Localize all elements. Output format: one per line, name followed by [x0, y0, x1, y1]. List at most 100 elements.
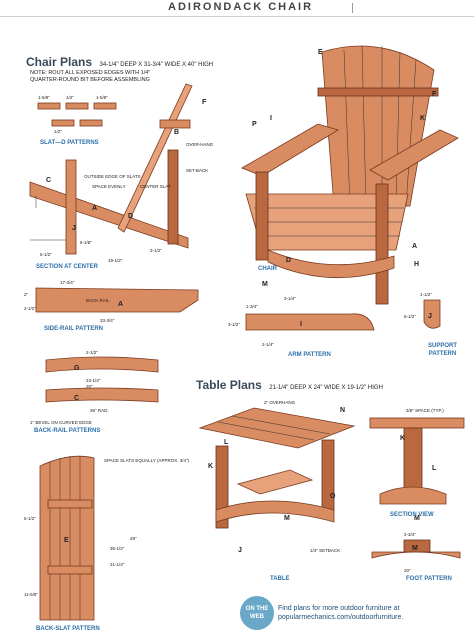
- arm-pattern: 3-1/4" 1-3/4" 3-1/2" 2-1/4" I: [228, 296, 375, 347]
- dim-label: 3-1/4": [284, 296, 296, 301]
- support-pattern: 1-1/2" 6-1/2" J: [404, 292, 441, 329]
- part-letter-c: C: [46, 177, 51, 184]
- rear-leg-section: [167, 149, 179, 245]
- caption-back-rail: BACK-RAIL PATTERNS: [34, 428, 101, 434]
- part-letter-k: K: [420, 115, 425, 122]
- part-letter-d: D: [128, 213, 133, 220]
- dim-label: 2-1/2": [86, 350, 98, 355]
- back-slat-lines: [343, 45, 417, 207]
- foot-pattern: 2-3/4" 20" M: [371, 532, 461, 573]
- annotation: SPACE SLATS EQUALLY (APPROX. 3/4"): [104, 458, 190, 463]
- slat-d-patterns: 1-5/8" 1/2" 1-5/8" 1/2": [37, 95, 117, 134]
- slat-profile-1: [37, 102, 61, 110]
- part-letter-m: M: [284, 515, 290, 522]
- section-foot: [379, 486, 447, 505]
- dim-label: 23-1/4": [86, 378, 101, 383]
- caption-section-center: SECTION AT CENTER: [36, 264, 99, 270]
- right-arm: [369, 129, 459, 181]
- dim-label: 36" RAD.: [90, 408, 109, 413]
- annotation: 1/4" SETBACK: [310, 548, 340, 553]
- table-foot: [215, 500, 335, 523]
- front-leg-left: [255, 171, 269, 261]
- part-letter-a: A: [92, 205, 97, 212]
- part-letter-j: J: [72, 225, 76, 232]
- slat-profile-5: [79, 119, 103, 127]
- part-letter-m: M: [414, 515, 420, 522]
- dim-label: 21-1/4": [110, 562, 125, 567]
- back-slat-section: [117, 83, 193, 233]
- dim-label: 1-5/8": [38, 95, 50, 100]
- caption-arm: ARM PATTERN: [288, 352, 331, 358]
- chair-plans-size: 34-1/4" DEEP X 31-3/4" WIDE X 40" HIGH: [99, 62, 214, 68]
- note-line-1: NOTE: ROUT ALL EXPOSED EDGES WITH 1/4": [30, 70, 151, 76]
- caption-back-slat: BACK-SLAT PATTERN: [36, 626, 100, 632]
- part-letter-k: K: [400, 435, 405, 442]
- on-the-web-badge: ON THE WEB: [240, 596, 274, 630]
- page-title: ADIRONDACK CHAIR: [168, 1, 314, 13]
- table-top: [198, 407, 356, 449]
- annotation: OUTSIDE EDGE OF SLATS: [84, 174, 141, 179]
- dim-label: 33-3/4": [100, 318, 115, 323]
- dim-label: 1-5/8": [96, 95, 108, 100]
- annotation: SET-BACK: [186, 168, 208, 173]
- dim-line: [30, 196, 66, 241]
- side-rail-pattern: 17-3/4" 33-3/4" 2" 2-1/2" BACK RAIL A: [24, 280, 199, 323]
- header-divider: [352, 3, 353, 13]
- chair-plans-note: NOTE: ROUT ALL EXPOSED EDGES WITH 1/4" Q…: [30, 70, 150, 83]
- back-slat-fan: [39, 455, 95, 621]
- annotation: SPACE EVENLY: [92, 184, 126, 189]
- back-rail-patterns: 2-1/2" 23-1/4" 36" RAD. 20" 1" BEVEL ON …: [30, 350, 159, 425]
- table-perspective: 2" OVERHANG 1/4" SETBACK N L K M J O: [198, 400, 356, 554]
- back-rail: [317, 87, 439, 97]
- dim-label: 3-1/2": [150, 248, 162, 253]
- slat-profile-4: [51, 119, 75, 127]
- slat-divisions: [49, 456, 81, 620]
- table-leg-right: [321, 439, 335, 513]
- left-arm: [241, 123, 339, 177]
- dim-label: 6-1/2": [404, 314, 416, 319]
- part-letter-c: C: [74, 395, 79, 402]
- chair-perspective: E F P I K A H D M: [241, 45, 459, 305]
- dim-label: 2-1/2": [24, 306, 36, 311]
- table-plans-size: 21-1/4" DEEP X 24" WIDE X 19-1/2" HIGH: [269, 385, 383, 391]
- part-letter-i: I: [300, 321, 302, 328]
- annotation: 1" BEVEL ON CURVED EDGE: [30, 420, 92, 425]
- part-letter-i: I: [270, 115, 272, 122]
- dim-label: 2-3/4": [404, 532, 416, 537]
- part-letter-a: A: [412, 243, 417, 250]
- part-letter-n: N: [340, 407, 345, 414]
- front-leg-section: [65, 159, 77, 255]
- side-rail-section: [29, 181, 189, 249]
- part-letter-b: B: [174, 129, 179, 136]
- front-leg-right: [375, 183, 389, 305]
- table-shelf: [236, 469, 314, 495]
- caption-chair: CHAIR: [258, 266, 277, 272]
- part-letter-e: E: [64, 537, 69, 544]
- arm-shape: [245, 313, 375, 331]
- table-top-slats: [217, 415, 331, 441]
- page-header: ADIRONDACK CHAIR: [0, 0, 474, 17]
- dim-label: 1/2": [54, 129, 62, 134]
- part-letter-d: D: [286, 257, 291, 264]
- back-rail-c: [47, 565, 93, 575]
- part-letter-e: E: [318, 49, 323, 56]
- back-rail-g: [47, 499, 93, 509]
- web-url-link[interactable]: popularmechanics.com/outdoorfurniture.: [278, 614, 404, 621]
- part-letter-p: P: [252, 121, 257, 128]
- caption-slat-d: SLAT—D PATTERNS: [40, 140, 99, 146]
- back-slat-pattern: SPACE SLATS EQUALLY (APPROX. 3/4") 35-1/…: [24, 455, 190, 621]
- table-plans-title: Table Plans: [196, 378, 262, 392]
- section-post: [403, 427, 423, 495]
- dim-label: 20": [86, 384, 93, 389]
- arm-section: [159, 119, 191, 129]
- dim-label: 17-3/4": [60, 280, 75, 285]
- part-letter-j: J: [428, 313, 432, 320]
- table-plans-heading: Table Plans 21-1/4" DEEP X 24" WIDE X 19…: [196, 376, 383, 394]
- dim-label: 1-3/4": [246, 304, 258, 309]
- dim-label: 3-1/2": [228, 322, 240, 327]
- foot-block: [403, 539, 431, 553]
- section-center-drawing: OUTSIDE EDGE OF SLATS SPACE EVENLY CENTE…: [29, 83, 214, 263]
- chair-plans-title: Chair Plans: [26, 55, 93, 69]
- web-line-1: Find plans for more outdoor furniture at: [278, 605, 400, 612]
